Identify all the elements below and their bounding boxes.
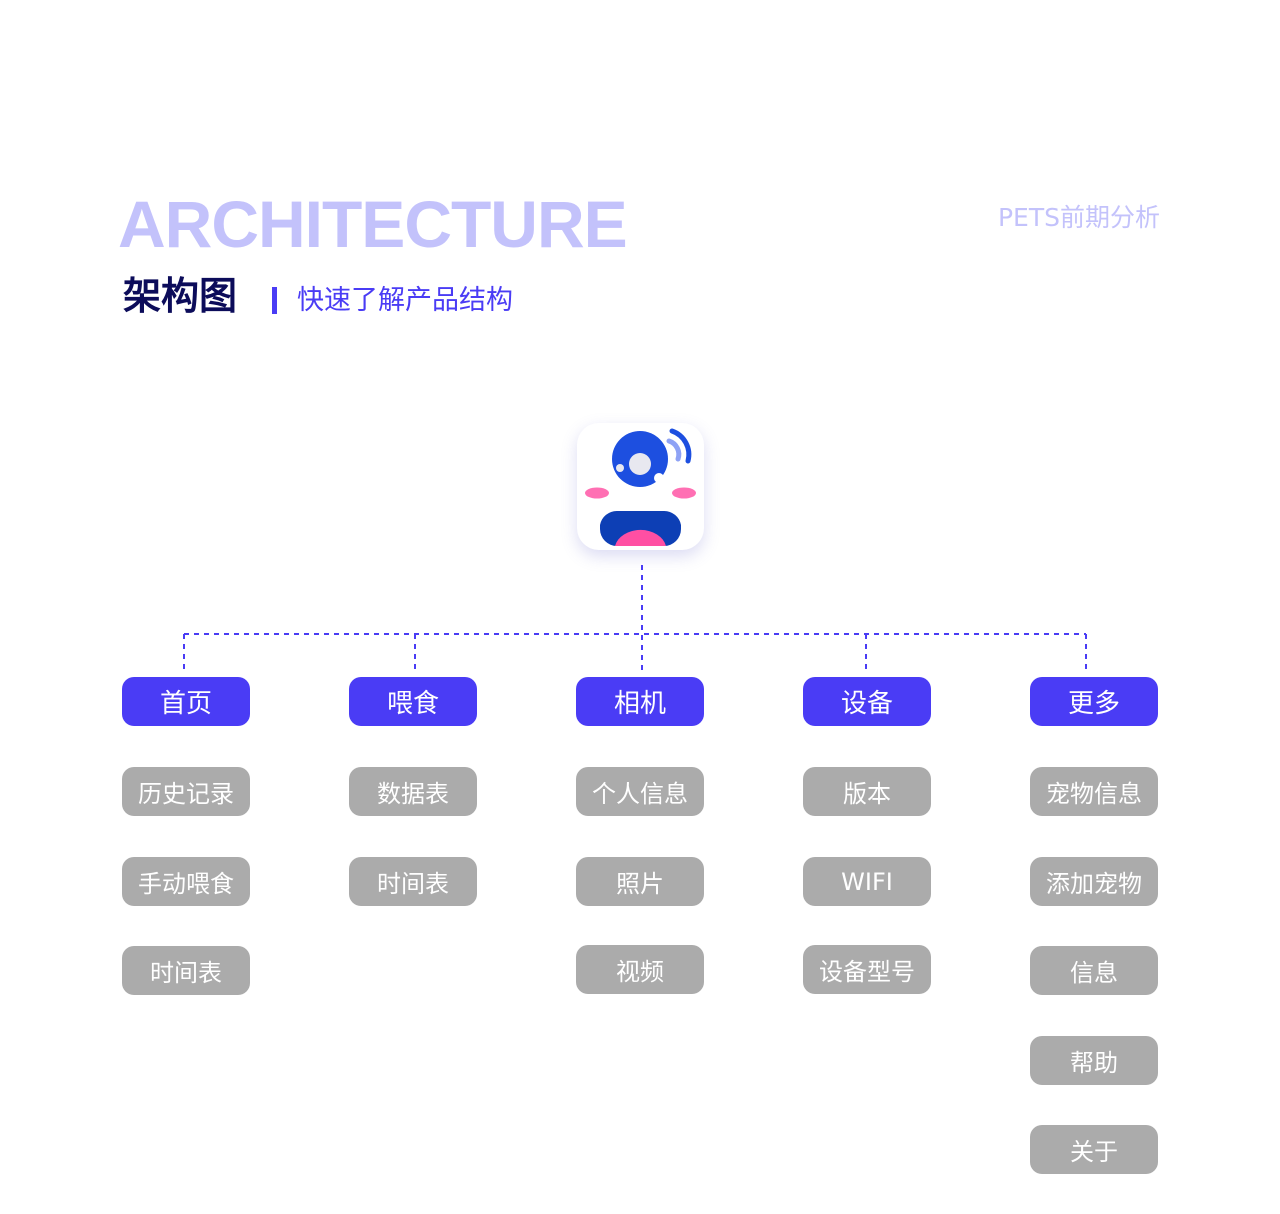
node-home-schedule[interactable]: 时间表 — [122, 946, 250, 995]
node-personal-info[interactable]: 个人信息 — [576, 767, 704, 816]
node-history[interactable]: 历史记录 — [122, 767, 250, 816]
pet-camera-icon — [585, 428, 696, 546]
node-device[interactable]: 设备 — [803, 677, 931, 726]
node-manual-feed[interactable]: 手动喂食 — [122, 857, 250, 906]
node-camera[interactable]: 相机 — [576, 677, 704, 726]
node-home[interactable]: 首页 — [122, 677, 250, 726]
node-feed-schedule[interactable]: 时间表 — [349, 857, 477, 906]
node-videos[interactable]: 视频 — [576, 945, 704, 994]
app-icon — [577, 423, 704, 550]
node-more[interactable]: 更多 — [1030, 677, 1158, 726]
node-photos[interactable]: 照片 — [576, 857, 704, 906]
node-device-model[interactable]: 设备型号 — [803, 945, 931, 994]
section-title: 架构图 — [123, 274, 238, 318]
section-caption: 快速了解产品结构 — [297, 285, 513, 316]
node-version[interactable]: 版本 — [803, 767, 931, 816]
node-help[interactable]: 帮助 — [1030, 1036, 1158, 1085]
node-add-pet[interactable]: 添加宠物 — [1030, 857, 1158, 906]
page-title: ARCHITECTURE — [118, 187, 628, 261]
node-messages[interactable]: 信息 — [1030, 946, 1158, 995]
node-data-table[interactable]: 数据表 — [349, 767, 477, 816]
node-feed[interactable]: 喂食 — [349, 677, 477, 726]
node-about[interactable]: 关于 — [1030, 1125, 1158, 1174]
project-label: PETS前期分析 — [997, 203, 1160, 232]
title-divider — [272, 287, 277, 314]
node-pet-info[interactable]: 宠物信息 — [1030, 767, 1158, 816]
node-wifi[interactable]: WIFI — [803, 857, 931, 906]
